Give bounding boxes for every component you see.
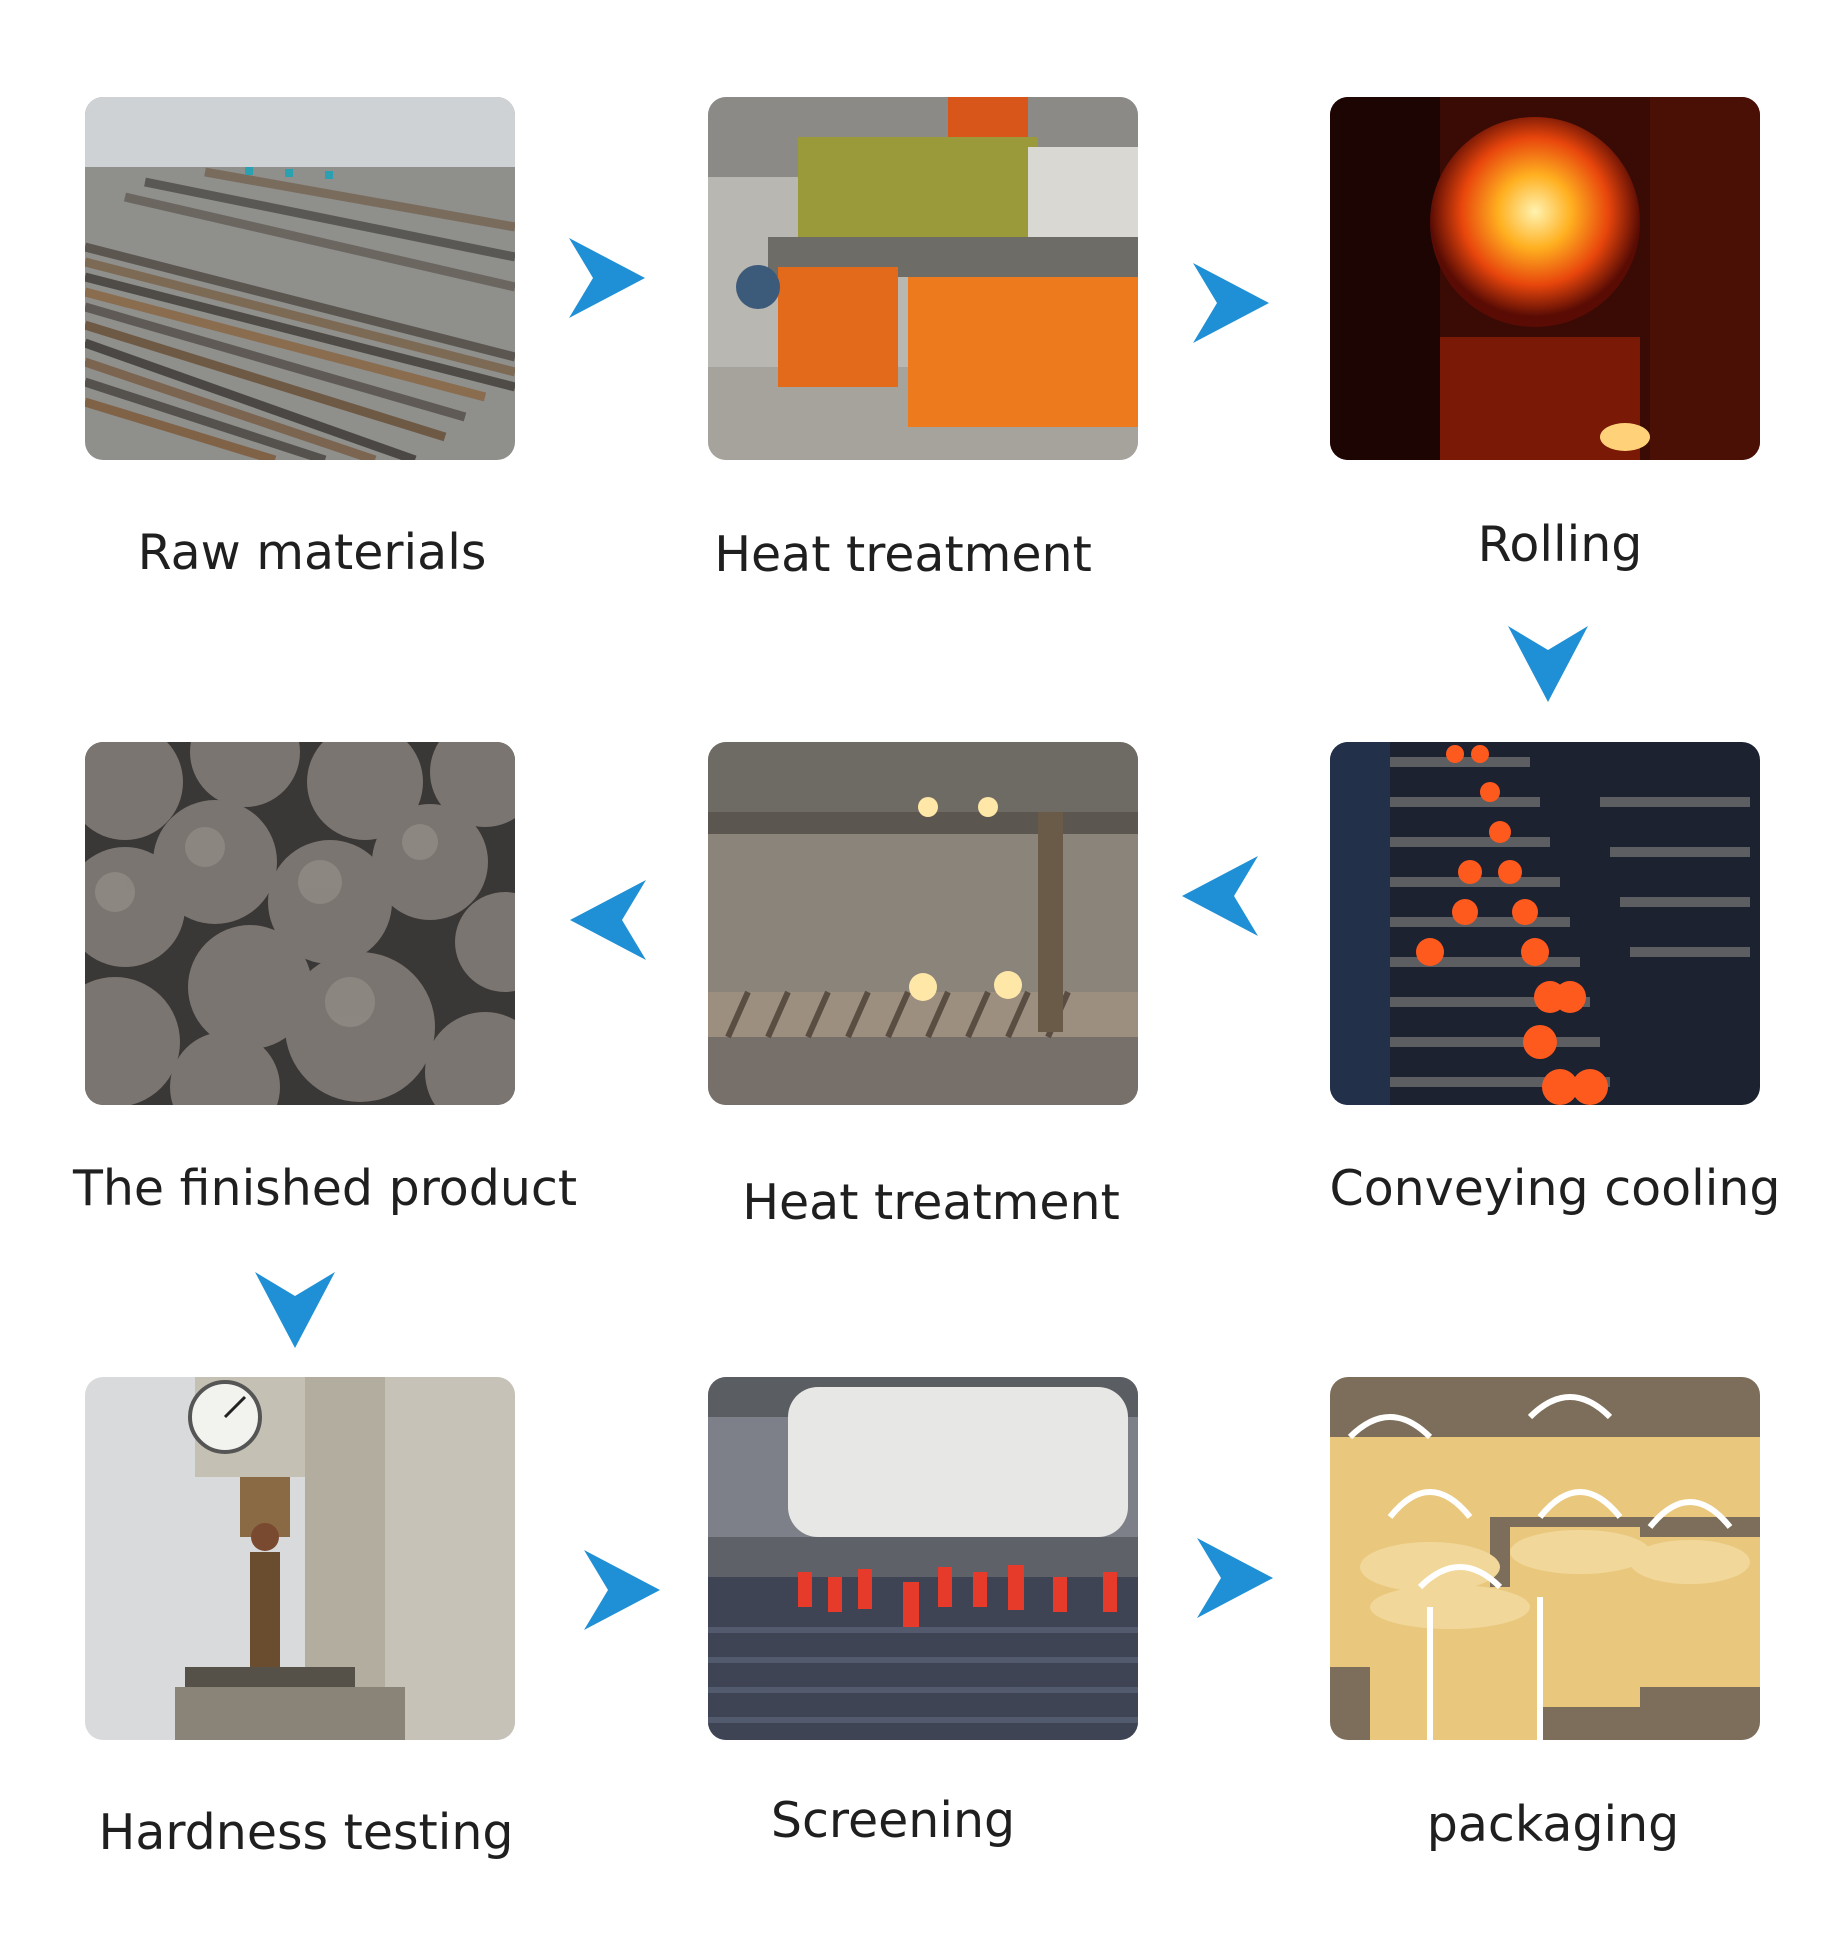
arrow-right-icon: [1189, 263, 1269, 343]
steel-bars-photo: [85, 97, 515, 460]
arrow-left-icon: [1182, 856, 1262, 936]
arrow-right-icon: [580, 1550, 660, 1630]
arrow-right-icon: [1193, 1538, 1273, 1618]
step-label: Rolling: [1478, 520, 1643, 569]
steel-balls-photo: [85, 742, 515, 1105]
arrow-down-icon: [1508, 622, 1588, 702]
step-label: Screening: [771, 1796, 1015, 1845]
step-label: packaging: [1427, 1800, 1680, 1849]
conveyor-balls-photo: [1330, 742, 1760, 1105]
step-label: Conveying cooling: [1329, 1164, 1780, 1213]
step-label: Raw materials: [138, 528, 487, 577]
step-label: Hardness testing: [99, 1808, 514, 1857]
furnace-machine-photo: [708, 97, 1138, 460]
bulk-bags-photo: [1330, 1377, 1760, 1740]
screw-conveyor-photo: [708, 742, 1138, 1105]
step-label: Heat treatment: [742, 1178, 1120, 1227]
arrow-left-icon: [570, 880, 650, 960]
arrow-right-icon: [565, 238, 645, 318]
hardness-tester-photo: [85, 1377, 515, 1740]
step-label: The finished product: [73, 1164, 577, 1213]
step-label: Heat treatment: [714, 530, 1092, 579]
arrow-down-icon: [255, 1268, 335, 1348]
glowing-ball-photo: [1330, 97, 1760, 460]
ball-mill-workers-photo: [708, 1377, 1138, 1740]
